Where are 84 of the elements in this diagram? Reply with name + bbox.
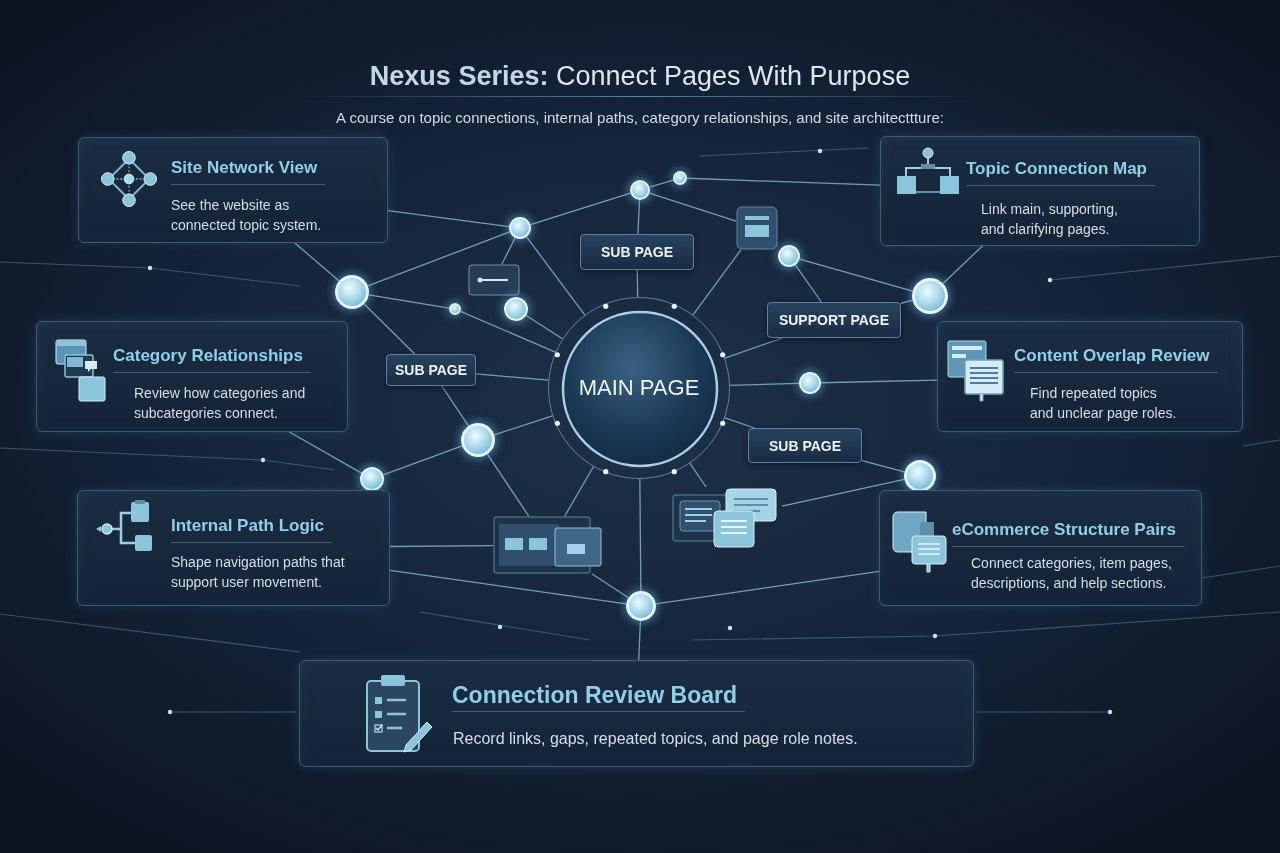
connector-line [441,385,470,427]
connector-line [638,620,641,661]
connector-line [648,192,737,222]
node-circle [673,171,687,185]
node-circle [335,275,369,309]
connector-line [529,192,632,226]
connector-line [729,382,800,386]
card-title: Topic Connection Map [966,159,1155,186]
connector-line [637,199,641,235]
card-description: Review how categories and subcategories connect. [134,384,307,423]
connector-line [493,415,554,436]
page-tag: SUPPORT PAGE [767,302,901,338]
connector-line [781,478,905,507]
card-description: Record links, gaps, repeated topics, and page role notes. [453,729,859,749]
connector-line [459,310,557,353]
info-card [299,660,974,767]
connector-line [288,431,363,474]
document-icon [736,206,778,250]
page-tag: SUB PAGE [580,234,694,270]
info-card [77,490,390,606]
info-card [880,136,1200,246]
connector-line [367,231,511,287]
connector-line [501,237,516,265]
connector-line [689,462,707,488]
windows-icon [493,516,603,574]
card-title: Content Overlap Review [1014,346,1218,373]
node-label: MAIN PAGE [578,375,700,401]
connector-line [942,245,984,285]
connector-line [655,570,880,605]
connector-line [692,249,742,316]
info-card [937,321,1243,432]
connector-line [724,417,756,429]
connector-line [486,453,530,517]
info-card [36,321,348,432]
connector-line [382,445,463,476]
connector-line [389,569,627,605]
connector-line [639,478,642,592]
info-card [78,137,388,243]
connector-line [648,179,674,188]
info-card [879,490,1202,606]
node-circle [360,467,384,491]
card-description: Shape navigation paths that support user movement. [171,553,346,592]
connector-line [686,177,881,186]
connector-line [591,573,630,599]
card-description: Find repeated topics and unclear page roles. [1030,384,1178,423]
connector-line [389,544,494,548]
connector-line [387,209,510,228]
page-tag: SUB PAGE [386,354,476,386]
connector-line [794,264,822,303]
connector-line [564,466,594,517]
card-title: Category Relationships [113,346,311,373]
connector-line [798,258,914,292]
node-circle [912,278,948,314]
node-circle [778,245,800,267]
connector-line [525,236,586,316]
subtitle: A course on topic connections, internal paths, category relationships, and site architecttture: [336,109,944,127]
connector-line [900,299,914,304]
card-title: Internal Path Logic [171,516,333,543]
connector-line [368,294,450,309]
node-circle [504,297,528,321]
connector-line [294,242,340,282]
node-circle [799,372,821,394]
card-title: Connection Review Board [452,685,745,712]
connector-line [525,314,564,340]
connector-line [820,379,938,384]
node-circle [626,591,656,621]
connector-line [363,303,416,355]
node-circle [630,180,650,200]
page-title: Nexus Series: Connect Pages With Purpose [369,61,911,92]
node-circle [461,423,495,457]
page-tag: SUB PAGE [748,428,862,463]
connector-line [724,337,784,359]
connector-line [636,269,639,298]
node-circle [904,460,936,492]
connector-line [475,373,549,381]
card-title: Site Network View [171,158,326,185]
card-title: eCommerce Structure Pairs [952,520,1184,547]
card-description: See the website as connected topic system. [171,196,323,235]
node-circle [509,217,531,239]
window-icon [468,264,520,296]
node-circle [449,303,461,315]
connector-line [861,459,906,473]
card-description: Connect categories, item pages, descriptions, and help sections. [971,554,1173,593]
card-description: Link main, supporting, and clarifying pages. [981,200,1119,239]
